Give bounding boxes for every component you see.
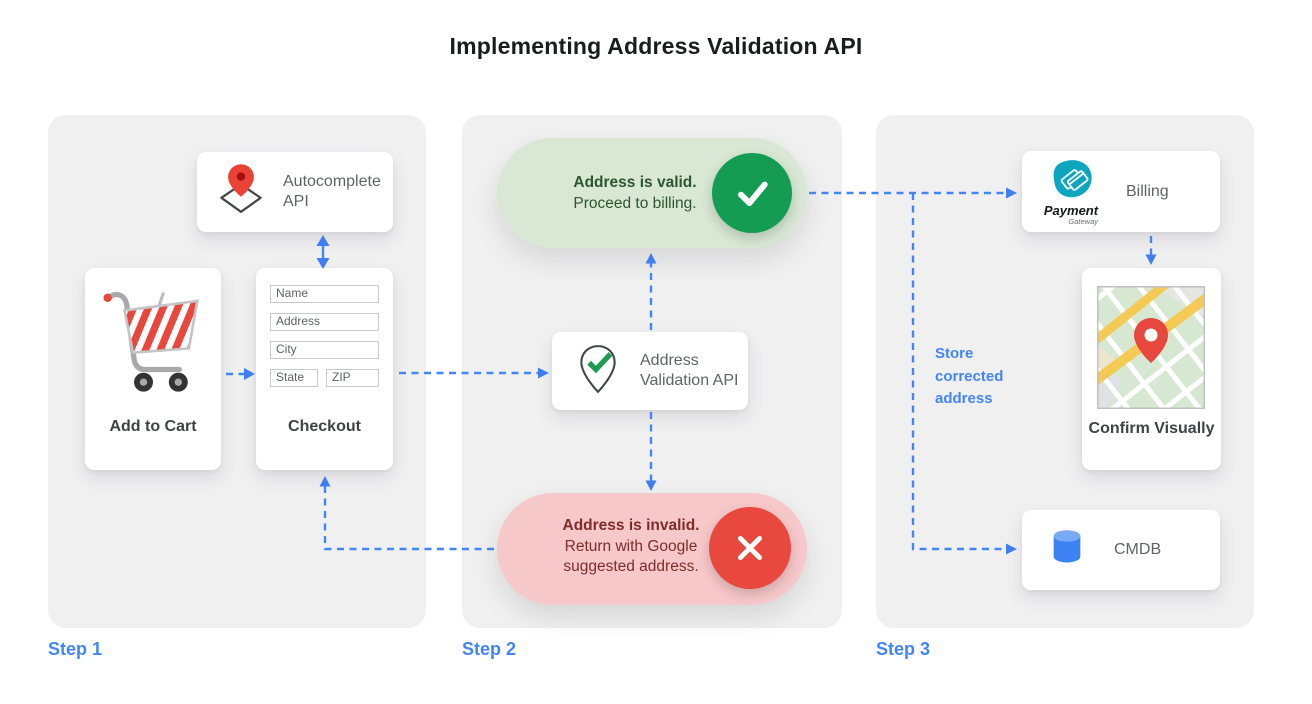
validation-card-title: Address Validation API (640, 352, 739, 389)
address-valid-pill: Address is valid. Proceed to billing. (497, 138, 807, 248)
invalid-pill-subtitle: Return with Google suggested address. (563, 537, 699, 576)
pin-check-icon (572, 343, 624, 400)
confirm-visually-label: Confirm Visually (1088, 420, 1215, 437)
add-to-cart-label: Add to Cart (109, 418, 197, 435)
checkout-card: Name Address City State ZIP Checkout (256, 268, 393, 470)
valid-pill-title: Address is valid. (573, 174, 697, 191)
step2-label: Step 2 (462, 639, 517, 659)
store-corrected-address-note: Store corrected address (935, 345, 1004, 407)
cmdb-label: CMDB (1114, 541, 1162, 558)
database-icon (1044, 526, 1090, 574)
payment-gateway-icon: Payment Gateway (1038, 158, 1104, 226)
address-validation-api-card: Address Validation API (552, 332, 748, 410)
payment-logo-subtitle: Gateway (1068, 216, 1098, 226)
shopping-cart-icon (95, 284, 211, 396)
autocomplete-card-title: Autocomplete API (283, 173, 381, 210)
address-invalid-pill: Address is invalid. Return with Google s… (497, 493, 807, 605)
city-field: City (270, 341, 379, 359)
step3-panel: Payment Gateway Billing (876, 115, 1254, 628)
map-diamond-pin-icon (213, 162, 269, 223)
valid-pill-subtitle: Proceed to billing. (573, 194, 697, 212)
payment-logo-title: Payment (1043, 202, 1099, 218)
step1-label: Step 1 (48, 639, 103, 659)
step3-label: Step 3 (876, 639, 931, 659)
x-mark-icon (709, 507, 791, 589)
cmdb-card: CMDB (1022, 510, 1220, 590)
page-title: Implementing Address Validation API (449, 33, 863, 59)
billing-card: Payment Gateway Billing (1022, 151, 1220, 232)
step1-panel: Autocomplete API (48, 115, 426, 628)
state-field: State (270, 369, 318, 387)
checkout-form: Name Address City State ZIP (270, 285, 379, 397)
billing-label: Billing (1126, 182, 1169, 200)
autocomplete-api-card: Autocomplete API (197, 152, 393, 232)
name-field: Name (270, 285, 379, 303)
confirm-visually-card: Confirm Visually (1082, 268, 1221, 470)
invalid-pill-title: Address is invalid. (562, 517, 700, 534)
step2-panel: Address is valid. Proceed to billing. Ad… (462, 115, 842, 628)
checkout-label: Checkout (288, 418, 361, 435)
address-field: Address (270, 313, 379, 331)
add-to-cart-card: Add to Cart (85, 268, 221, 470)
map-thumbnail (1097, 286, 1205, 409)
checkmark-icon (712, 153, 792, 233)
zip-field: ZIP (326, 369, 379, 387)
